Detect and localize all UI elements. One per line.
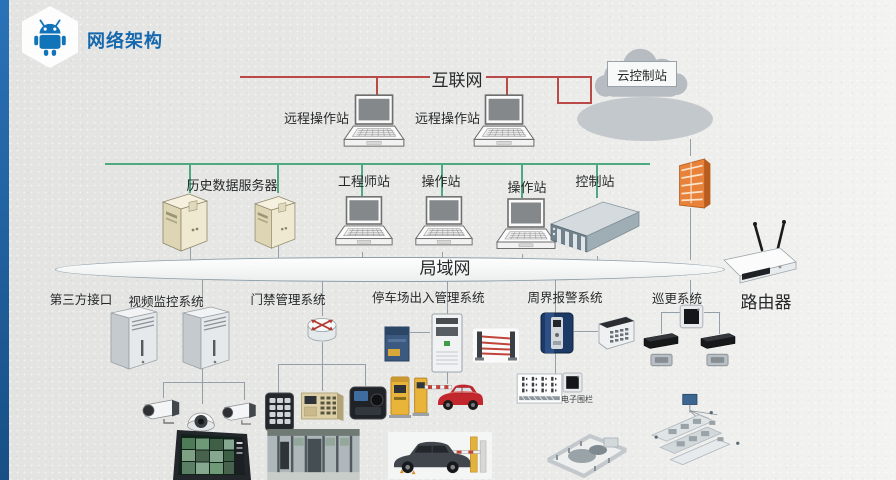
stub-server-1 <box>190 246 191 262</box>
access-hub <box>305 314 339 344</box>
stub-server-2 <box>278 246 279 262</box>
history-server-1 <box>153 188 217 254</box>
cloud-firewall-link <box>690 139 691 156</box>
access-drop-3 <box>365 364 366 386</box>
fence-pulse-diagram <box>516 373 563 404</box>
drop-remote-2 <box>506 78 508 101</box>
patrol-hub <box>678 304 705 329</box>
alarm-keypad <box>596 315 636 351</box>
video-tower-down <box>202 368 203 382</box>
control-rack-server <box>549 196 641 258</box>
drop-remote-1 <box>376 78 378 101</box>
drop-access <box>322 280 323 316</box>
drop-video <box>202 280 203 305</box>
operator-laptop-1 <box>410 194 476 254</box>
drop-patrol <box>690 280 691 306</box>
access-keypad <box>263 392 296 432</box>
video-tower-pc-1 <box>104 302 164 372</box>
patrol-reader-1 <box>642 331 680 352</box>
patrol-system-label: 巡更系统 <box>651 292 702 306</box>
bullet-camera-1 <box>139 395 185 427</box>
parking-box-link <box>410 332 430 333</box>
patrol-route-map <box>646 390 750 468</box>
building-entrance-photo <box>267 429 360 480</box>
drop-server-2 <box>277 165 279 193</box>
alarm-host-panel <box>538 311 576 355</box>
parking-system-label: 停车场出入管理系统 <box>372 291 485 305</box>
page-title: 网络架构 <box>87 31 163 51</box>
cloud-link-v2 <box>590 78 592 104</box>
access-card-panel <box>300 390 345 422</box>
router-device <box>718 220 798 286</box>
firewall-icon <box>674 154 714 210</box>
remote-station-1-label: 远程操作站 <box>284 111 350 126</box>
cloud-link-v1 <box>557 78 559 104</box>
patrol-link-left <box>661 312 681 313</box>
drop-parking <box>447 280 448 314</box>
control-station-label: 控制站 <box>575 174 615 189</box>
parking-ticket-cabinet <box>429 312 465 374</box>
access-drop-2 <box>322 364 323 391</box>
drop-server-1 <box>189 165 191 193</box>
drop-perimeter <box>555 280 556 313</box>
drop-operator-1 <box>441 165 443 196</box>
video-camera-bus <box>163 382 245 383</box>
patrol-link-right <box>704 312 720 313</box>
patrol-drop-left <box>661 312 662 334</box>
cctv-monitor-photo <box>171 430 253 480</box>
lan-label: 局域网 <box>419 259 471 278</box>
fence-controller <box>562 372 583 393</box>
lan-ellipse <box>55 257 725 282</box>
car-barrier-photo <box>387 432 493 479</box>
video-system-label: 视频监控系统 <box>128 295 204 309</box>
history-server-2 <box>246 188 304 254</box>
perimeter-down <box>555 352 556 376</box>
cloud-link-h <box>557 102 592 104</box>
internet-label: 互联网 <box>431 71 483 90</box>
third-party-label: 第三方接口 <box>49 293 113 307</box>
perimeter-link <box>574 331 598 332</box>
cloud-base-ellipse <box>577 97 713 141</box>
remote-station-2-label: 远程操作站 <box>415 111 481 126</box>
video-cam-drop-1 <box>163 382 164 398</box>
infrared-beam-sensor <box>473 328 519 363</box>
bullet-camera-2 <box>219 397 261 429</box>
red-car-illustration <box>435 381 485 413</box>
electronic-fence-label: 电子围栏 <box>561 395 593 404</box>
access-hub-down <box>322 342 323 364</box>
android-logo-badge <box>22 6 78 68</box>
left-accent-bar <box>0 0 9 480</box>
control-bus <box>105 163 650 165</box>
access-system-label: 门禁管理系统 <box>250 293 326 307</box>
parking-cabinet-down <box>447 372 448 384</box>
patrol-pad-1 <box>650 353 673 367</box>
drop-operator-2 <box>521 165 523 198</box>
android-robot-icon <box>29 16 71 58</box>
patrol-pad-2 <box>706 353 729 367</box>
drop-engineer <box>361 165 363 196</box>
router-label: 路由器 <box>740 293 792 312</box>
drop-control <box>596 165 598 198</box>
video-cam-drop-3 <box>244 382 245 400</box>
patrol-drop-right <box>719 312 720 334</box>
firewall-lan-link <box>690 208 691 260</box>
operator-station-2-label: 操作站 <box>507 180 547 195</box>
access-drop-1 <box>278 364 279 393</box>
video-tower-pc-2 <box>176 302 236 372</box>
engineer-station-label: 工程师站 <box>338 174 391 189</box>
fingerprint-reader <box>348 385 388 421</box>
video-cam-drop-2 <box>202 382 203 404</box>
internet-bus-left <box>240 76 430 78</box>
engineer-laptop <box>330 194 396 254</box>
internet-bus-right <box>486 76 592 78</box>
perimeter-system-label: 周界报警系统 <box>527 291 603 305</box>
patrol-reader-2 <box>699 331 737 352</box>
parking-controller-box <box>383 325 411 363</box>
cloud-station-label: 云控制站 <box>607 61 677 87</box>
operator-station-1-label: 操作站 <box>421 174 461 189</box>
perimeter-yard-photo <box>542 422 632 480</box>
history-server-label: 历史数据服务器 <box>186 178 278 193</box>
